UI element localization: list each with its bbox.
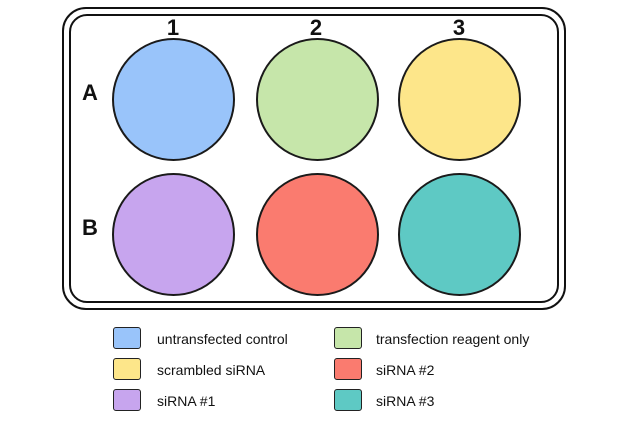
legend-swatch-untransfected-control	[113, 327, 141, 349]
legend-swatch-transfection-reagent-only	[334, 327, 362, 349]
legend-label-sirna-2: siRNA #2	[376, 362, 435, 378]
legend-label-untransfected-control: untransfected control	[157, 331, 288, 347]
legend-label-transfection-reagent-only: transfection reagent only	[376, 331, 530, 347]
legend-label-scrambled-sirna: scrambled siRNA	[157, 362, 266, 378]
legend-swatch-sirna-2	[334, 358, 362, 380]
row-label-b: B	[82, 215, 98, 240]
legend-label-sirna-1: siRNA #1	[157, 393, 216, 409]
plate-outer-border	[62, 7, 566, 310]
well-a1	[112, 38, 235, 161]
well-b2	[256, 173, 379, 296]
well-b3	[398, 173, 521, 296]
plate-inner-border	[69, 14, 559, 303]
column-label-3: 3	[452, 15, 466, 40]
row-label-a: A	[82, 80, 98, 105]
legend-swatch-sirna-1	[113, 389, 141, 411]
column-label-1: 1	[166, 15, 180, 40]
legend-swatch-scrambled-sirna	[113, 358, 141, 380]
column-label-2: 2	[309, 15, 323, 40]
legend-swatch-sirna-3	[334, 389, 362, 411]
well-a3	[398, 38, 521, 161]
well-a2	[256, 38, 379, 161]
legend-label-sirna-3: siRNA #3	[376, 393, 435, 409]
well-b1	[112, 173, 235, 296]
